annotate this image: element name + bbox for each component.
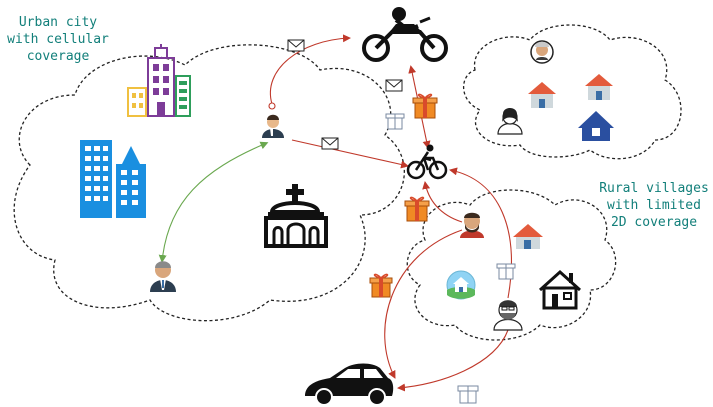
village-cloud-bottom [406,189,617,341]
villager-icon [460,212,484,238]
envelope-icon [287,39,305,52]
blue-towers-icon [80,140,146,218]
businessman-icon [262,114,284,138]
arrow-agent-to-client [158,141,269,263]
motorbike-icon [362,7,448,62]
house-icon [528,82,556,108]
urban-cloud [13,44,405,322]
apartment-buildings-icon [127,44,191,117]
envelope-icon [385,79,403,92]
gift-icon [385,113,405,130]
villager-icon [530,40,554,64]
arrow-agent-to-bicycle [291,139,409,169]
villager-icon [497,108,523,135]
businessman-icon [150,261,176,292]
urban-coverage-caption: Urban city with cellular coverage [7,15,109,64]
house-icon [538,269,582,310]
arrow-villager-to-car [384,229,463,379]
house-icon [513,224,543,249]
arrow-villager-to-bicycle [422,181,463,223]
gift-icon [496,263,516,280]
rural-coverage-caption: Rural villages with limited 2D coverage [599,181,709,230]
village-cloud-top [463,24,682,160]
car-icon [305,363,394,406]
gift-icon [412,93,438,119]
arrow-villager2-to-car [397,329,509,392]
house-icon [578,111,614,141]
arrow-agent-to-motorbike [269,34,351,105]
arrow-origin-dot [268,102,276,110]
church-icon [264,184,328,248]
house-icon [585,74,613,100]
house-icon [446,270,476,300]
gift-icon [404,196,430,222]
gift-icon [369,273,393,298]
envelope-icon [321,137,339,150]
bicycle-icon [406,144,448,180]
villager-icon [493,300,523,331]
gift-icon [457,385,479,404]
